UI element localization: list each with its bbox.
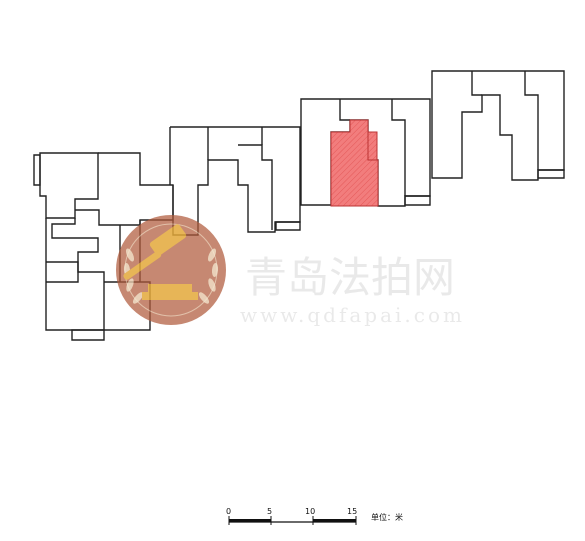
scale-tick-0: 0 — [226, 507, 231, 516]
scale-tick-5: 5 — [267, 507, 272, 516]
middle-building-block — [300, 98, 431, 207]
site-name-watermark: 青岛法拍网 — [245, 253, 455, 302]
scale-tick-10: 10 — [305, 507, 315, 516]
right-building-block — [431, 70, 565, 181]
auction-emblem-watermark — [116, 215, 226, 325]
gavel-icon — [123, 224, 198, 300]
scale-unit-label: 单位：米 — [371, 512, 403, 522]
scale-bar: 0 5 10 15 单位：米 — [226, 507, 403, 525]
scale-tick-15: 15 — [347, 507, 357, 516]
site-watermark: 青岛法拍网 www.qdfapai.com — [240, 253, 465, 327]
site-url-watermark: www.qdfapai.com — [240, 303, 465, 327]
middle-left-building-block — [169, 126, 301, 236]
